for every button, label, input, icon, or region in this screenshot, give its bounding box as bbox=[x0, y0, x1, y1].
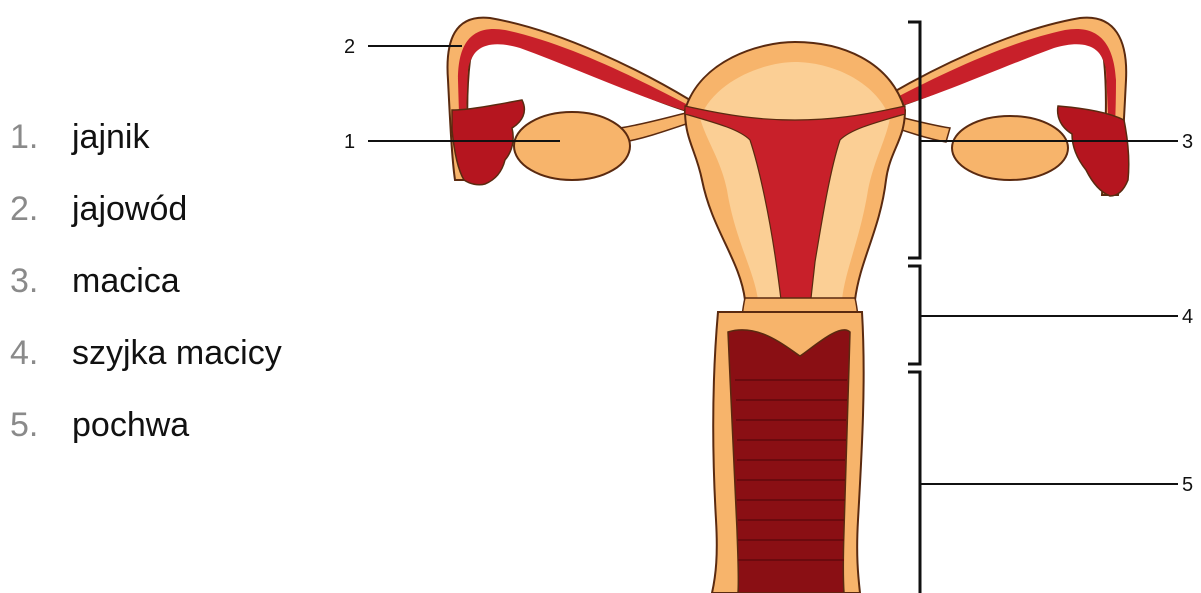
left-ovarian-ligament bbox=[620, 112, 692, 142]
bracket-cervix bbox=[908, 266, 920, 364]
bracket-vagina bbox=[908, 372, 920, 593]
bracket-uterus bbox=[908, 22, 920, 258]
vagina-lining bbox=[728, 330, 850, 593]
callout-label-3: 3 bbox=[1182, 131, 1193, 153]
right-ovary bbox=[952, 116, 1068, 180]
callout-label-5: 5 bbox=[1182, 474, 1193, 496]
left-ovary bbox=[514, 112, 630, 180]
callout-label-4: 4 bbox=[1182, 306, 1193, 328]
callout-label-1: 1 bbox=[344, 131, 355, 153]
callout-label-2: 2 bbox=[344, 36, 355, 58]
